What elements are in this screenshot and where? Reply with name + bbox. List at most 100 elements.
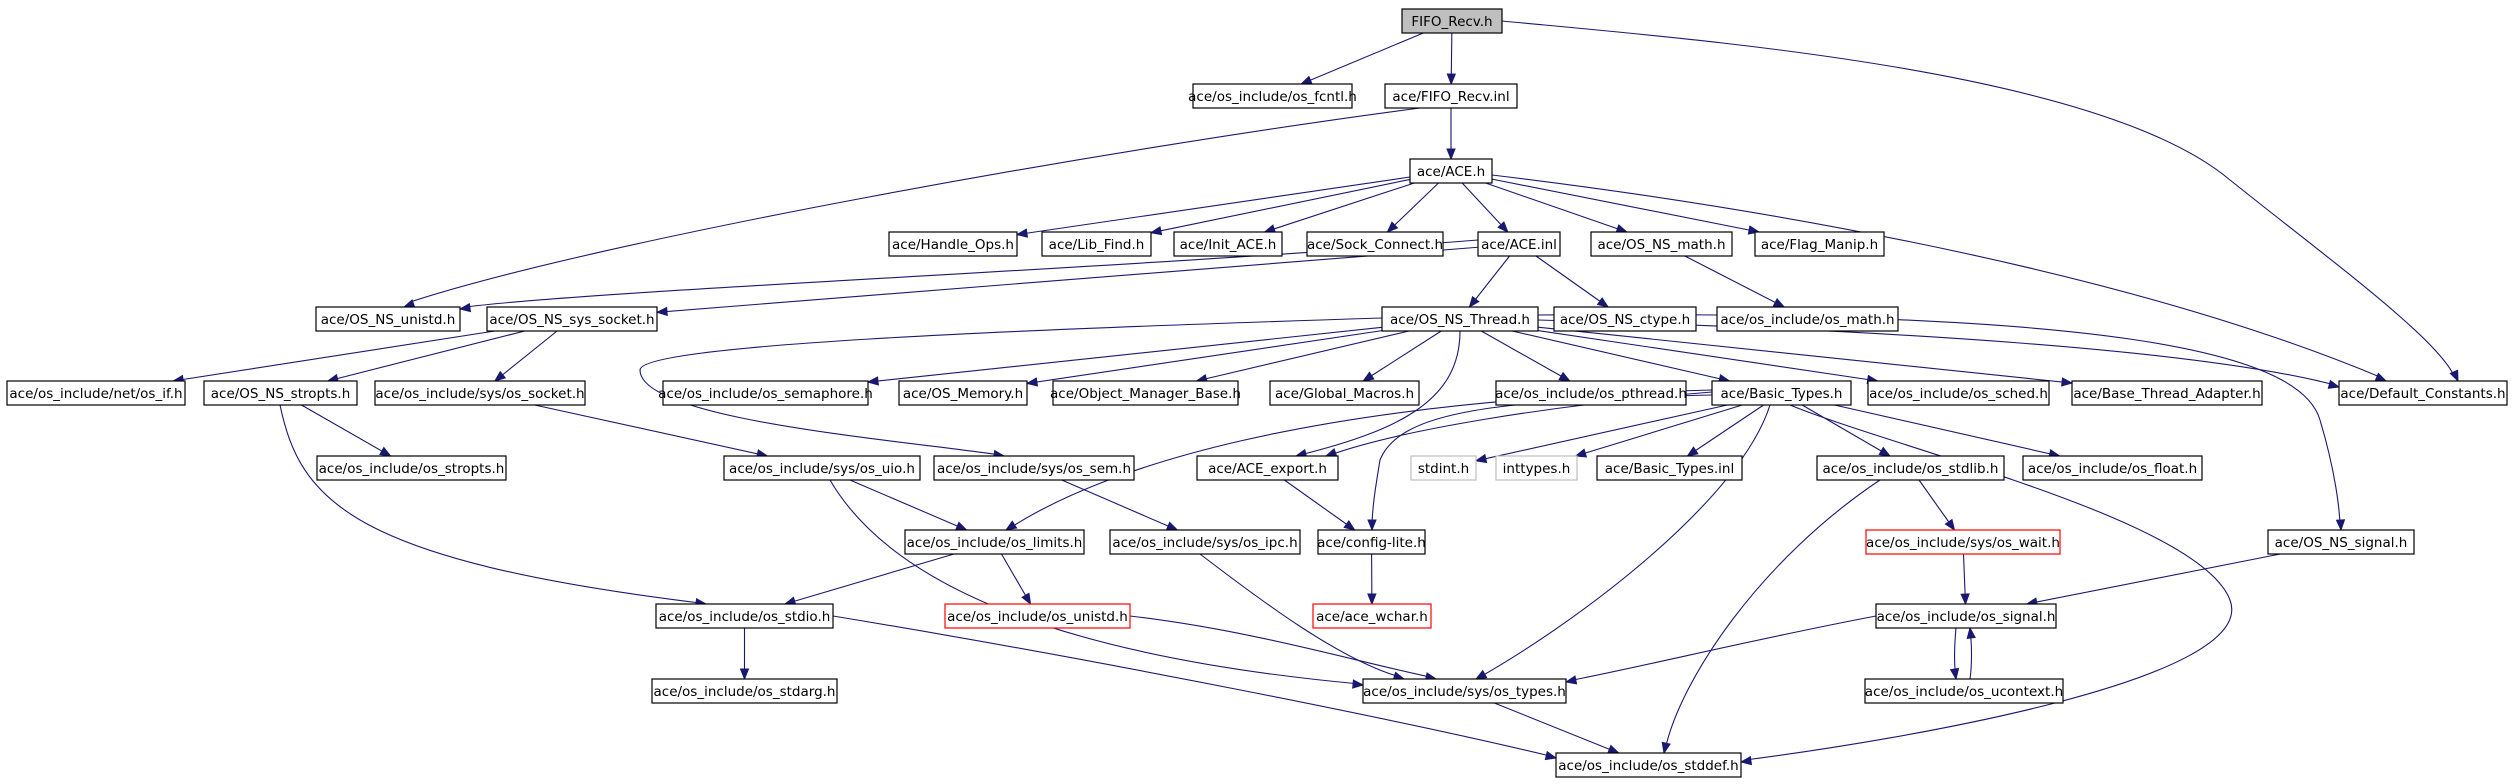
arrow-head-icon [1021, 592, 1032, 606]
edge-os_ucontext_h-to-os_signal_h [1966, 626, 1976, 680]
edges-layer [171, 20, 2459, 766]
node-os-unistd-h[interactable]: ace/os_include/os_unistd.h [944, 603, 1131, 629]
node-os-fcntl-h[interactable]: ace/os_include/os_fcntl.h [1188, 83, 1357, 109]
node-os-math-h[interactable]: ace/os_include/os_math.h [1716, 306, 1899, 332]
node-os-ucontext-h[interactable]: ace/os_include/os_ucontext.h [1864, 678, 2064, 704]
node-ace-inl[interactable]: ace/ACE.inl [1477, 231, 1561, 257]
node-ace-wchar-h[interactable]: ace/ace_wchar.h [1312, 603, 1432, 629]
edge-os_stdlib_h-to-sys_os_wait_h [1918, 479, 1956, 532]
node-os-stdlib-h[interactable]: ace/os_include/os_stdlib.h [1816, 455, 2005, 481]
node-box [1716, 306, 1899, 332]
node-box [1711, 380, 1852, 406]
arrow-head-icon [1596, 297, 1610, 308]
node-sys-os-socket-h[interactable]: ace/os_include/sys/os_socket.h [374, 380, 586, 406]
node-label: ace/os_include/os_ucontext.h [1865, 684, 2063, 700]
edge-line [301, 404, 391, 457]
node-sys-os-wait-h[interactable]: ace/os_include/sys/os_wait.h [1865, 529, 2061, 555]
node-sock-connect-h[interactable]: ace/Sock_Connect.h [1306, 231, 1444, 257]
node-stdint-h: stdint.h [1410, 455, 1477, 481]
nodes-layer: FIFO_Recv.h ace/os_include/os_fcntl.h ace/… [6, 8, 2508, 778]
node-ace-export-h[interactable]: ace/ACE_export.h [1196, 455, 1339, 481]
arrow-head-icon [1739, 755, 1753, 766]
edge-line [494, 330, 558, 382]
edge-fifo_recv_inl-to-ace_h [1446, 108, 1456, 161]
node-sys-os-uio-h[interactable]: ace/os_include/sys/os_uio.h [723, 455, 921, 481]
edge-line [1061, 479, 1178, 531]
node-handle-ops-h[interactable]: ace/Handle_Ops.h [888, 231, 1018, 257]
node-basic-types-inl[interactable]: ace/Basic_Types.inl [1596, 455, 1743, 481]
edge-ace_export_h-to-config_lite_h [1284, 479, 1356, 531]
arrow-head-icon [1564, 675, 1578, 685]
node-os-semaphore-h[interactable]: ace/os_include/os_semaphore.h [658, 380, 873, 406]
node-os-pthread-h[interactable]: ace/os_include/os_pthread.h [1495, 380, 1687, 406]
arrow-head-icon [1878, 446, 1892, 457]
node-label: ace/OS_NS_unistd.h [321, 312, 456, 328]
node-label: ace/OS_NS_sys_socket.h [489, 312, 654, 328]
node-os-ns-signal-h[interactable]: ace/OS_NS_signal.h [2267, 529, 2415, 555]
node-label: ace/os_include/os_float.h [2028, 461, 2197, 477]
arrow-head-icon [493, 370, 507, 382]
edge-basic_types_h-to-sys_os_types_h [1474, 404, 1771, 680]
node-os-limits-h[interactable]: ace/os_include/os_limits.h [904, 529, 1085, 555]
node-fifo-recv-h[interactable]: FIFO_Recv.h [1401, 8, 1503, 34]
node-os-ns-math-h[interactable]: ace/OS_NS_math.h [1590, 231, 1733, 257]
node-box [374, 380, 586, 406]
node-os-signal-h[interactable]: ace/os_include/os_signal.h [1875, 603, 2057, 629]
node-os-float-h[interactable]: ace/os_include/os_float.h [2022, 455, 2203, 481]
edge-line [1537, 326, 2073, 384]
node-label: ace/ACE.h [1417, 164, 1485, 180]
arrow-head-icon [1367, 593, 1377, 606]
node-box [1192, 83, 1353, 109]
node-sys-os-types-h[interactable]: ace/os_include/sys/os_types.h [1362, 678, 1567, 704]
node-os-sched-h[interactable]: ace/os_include/os_sched.h [1867, 380, 2050, 406]
node-box [1495, 455, 1578, 481]
arrow-head-icon [655, 306, 668, 317]
node-object-manager-base-h[interactable]: ace/Object_Manager_Base.h [1050, 380, 1241, 406]
node-net-os-if-h[interactable]: ace/os_include/net/os_if.h [6, 380, 186, 406]
node-os-ns-stropts-h[interactable]: ace/OS_NS_stropts.h [203, 380, 358, 406]
node-label: ace/Basic_Types.h [1721, 386, 1843, 402]
node-config-lite-h[interactable]: ace/config-lite.h [1317, 529, 1426, 555]
node-label: ace/os_include/os_semaphore.h [658, 386, 873, 402]
node-os-memory-h[interactable]: ace/OS_Memory.h [898, 380, 1028, 406]
node-os-stddef-h[interactable]: ace/os_include/os_stddef.h [1555, 752, 1742, 778]
edge-line [1016, 176, 1411, 236]
node-os-ns-ctype-h[interactable]: ace/OS_NS_ctype.h [1553, 306, 1697, 332]
node-flag-manip-h[interactable]: ace/Flag_Manip.h [1754, 231, 1885, 257]
edge-os_ns_thread_h-to-object_manager_base_h [1195, 330, 1410, 384]
node-label: ace/os_include/os_limits.h [907, 535, 1083, 551]
node-label: ace/os_include/sys/os_types.h [1363, 684, 1566, 700]
node-box [1816, 455, 2005, 481]
node-lib-find-h[interactable]: ace/Lib_Find.h [1041, 231, 1152, 257]
node-os-ns-thread-h[interactable]: ace/OS_NS_Thread.h [1381, 306, 1539, 332]
node-global-macros-h[interactable]: ace/Global_Macros.h [1269, 380, 1420, 406]
node-label: ace/os_include/os_unistd.h [947, 609, 1128, 625]
node-box [1875, 603, 2057, 629]
node-ace-h[interactable]: ace/ACE.h [1409, 158, 1493, 184]
node-box [933, 455, 1135, 481]
node-base-thread-adapter-h[interactable]: ace/Base_Thread_Adapter.h [2071, 380, 2263, 406]
edge-os_stdio_h-to-os_stddef_h [832, 615, 1558, 761]
edge-line [1479, 404, 1771, 678]
node-init-ace-h[interactable]: ace/Init_ACE.h [1173, 231, 1283, 257]
node-os-stdio-h[interactable]: ace/os_include/os_stdio.h [655, 603, 834, 629]
arrow-head-icon [2061, 377, 2074, 387]
edge-ace_inl-to-os_ns_thread_h [1468, 255, 1510, 309]
node-label: ace/Basic_Types.inl [1605, 461, 1734, 477]
node-os-stdarg-h[interactable]: ace/os_include/os_stdarg.h [651, 678, 838, 704]
node-box [1362, 678, 1567, 704]
edge-line [1575, 404, 1743, 457]
node-sys-os-sem-h[interactable]: ace/os_include/sys/os_sem.h [933, 455, 1135, 481]
node-sys-os-ipc-h[interactable]: ace/os_include/sys/os_ipc.h [1109, 529, 1301, 555]
edge-ace_inl-to-os_ns_unistd_h [458, 239, 1479, 313]
arrow-head-icon [1772, 297, 1786, 308]
node-basic-types-h[interactable]: ace/Basic_Types.h [1711, 380, 1852, 406]
node-box [898, 380, 1028, 406]
node-os-ns-unistd-h[interactable]: ace/OS_NS_unistd.h [315, 306, 461, 332]
node-label: ace/OS_NS_signal.h [2275, 535, 2408, 551]
node-fifo-recv-inl[interactable]: ace/FIFO_Recv.inl [1384, 83, 1518, 109]
node-os-ns-sys-socket-h[interactable]: ace/OS_NS_sys_socket.h [486, 306, 658, 332]
node-default-constants-h[interactable]: ace/Default_Constants.h [2338, 380, 2508, 406]
node-os-stropts-h[interactable]: ace/os_include/os_stropts.h [316, 455, 507, 481]
